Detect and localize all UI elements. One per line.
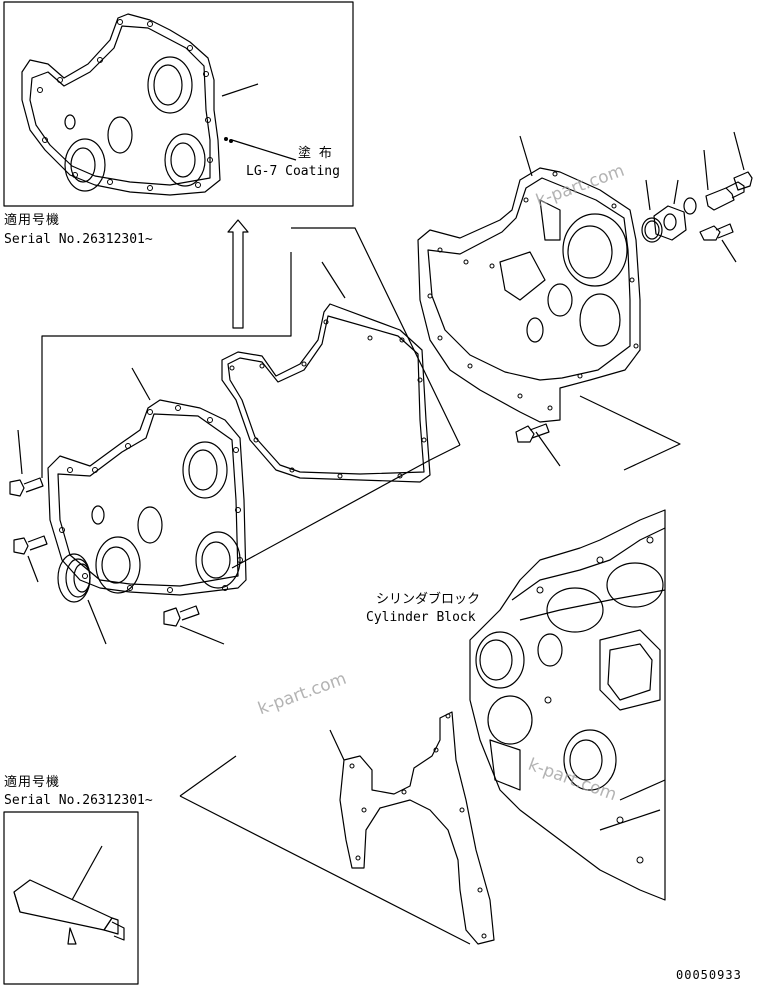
lower-gasket-callout	[329, 729, 345, 761]
gear-cover-part	[47, 399, 247, 596]
group-bracket-upper	[41, 227, 461, 478]
gear-cover-inset-part	[21, 13, 221, 196]
callout-leader	[221, 83, 259, 97]
cylinder-block-label-jp: シリンダブロック	[376, 592, 481, 607]
seal-callout	[87, 599, 107, 645]
lower-gasket-part	[339, 711, 495, 945]
bolt-2-callout	[27, 555, 39, 583]
gear-housing-part	[417, 167, 641, 423]
oil-seal-part	[57, 553, 91, 603]
coating-dots	[224, 137, 233, 143]
coating-leader	[231, 139, 297, 161]
bolt-3-callout	[179, 625, 225, 645]
housing-bracket	[579, 395, 681, 471]
gasket-callout	[321, 261, 346, 299]
coating-label-en: LG-7 Coating	[246, 164, 340, 179]
bolt-part-4	[699, 223, 734, 241]
bolt-1-callout	[17, 429, 23, 475]
drawing-number: 00050933	[676, 968, 742, 982]
bolt-part-1	[9, 477, 44, 497]
flange-part	[653, 205, 687, 241]
cover-callout	[131, 367, 151, 401]
cylinder-block-label-en: Cylinder Block	[366, 610, 476, 625]
bolt-part-5	[515, 423, 550, 443]
bolt-part-2	[13, 535, 48, 555]
serial-bottom-jp: 適用号機	[4, 775, 61, 790]
up-arrow	[227, 219, 249, 329]
clip-part	[733, 171, 753, 191]
serial-top-en: Serial No.26312301~	[4, 232, 153, 247]
inset-frame-bottom	[3, 811, 139, 985]
sensor-part	[705, 181, 745, 211]
tube-callout	[71, 845, 103, 901]
coating-label-jp: 塗 布	[298, 146, 332, 161]
small-callouts	[535, 131, 745, 467]
bolt-part-3	[163, 605, 200, 627]
housing-callout	[519, 135, 533, 177]
cylinder-block-part	[469, 509, 666, 901]
serial-bottom-en: Serial No.26312301~	[4, 793, 153, 808]
serial-top-jp: 適用号機	[4, 213, 61, 228]
washer-part	[683, 197, 697, 215]
group-bracket-mid	[231, 444, 461, 569]
gasket-part	[221, 303, 431, 483]
block-bracket	[179, 755, 471, 945]
o-ring-part	[641, 217, 663, 243]
sealant-tube-part	[13, 879, 125, 945]
inset-frame-top	[3, 1, 354, 207]
